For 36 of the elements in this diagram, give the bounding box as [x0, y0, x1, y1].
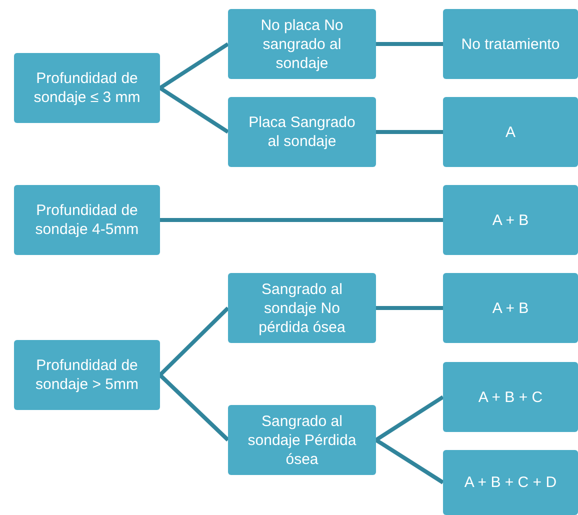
- node-label: A: [505, 122, 516, 142]
- node-label: No placa No sangrado al sondaje: [260, 16, 344, 72]
- node-label: Profundidad de sondaje > 5mm: [34, 356, 140, 394]
- process-box: [14, 340, 160, 410]
- node-label: A + B: [492, 298, 529, 318]
- connector-line: [158, 86, 230, 134]
- connector-line: [160, 218, 443, 222]
- process-box: [443, 97, 578, 167]
- connector-line: [374, 438, 444, 484]
- process-box: [14, 53, 160, 123]
- process-box: [228, 405, 376, 475]
- process-box: [228, 9, 376, 79]
- node-label: A + B: [492, 210, 529, 230]
- process-box: [443, 9, 578, 79]
- node-label: Placa Sangrado al sondaje: [248, 113, 356, 151]
- node-label: Sangrado al sondaje Pérdida ósea: [247, 412, 357, 468]
- process-box: [228, 97, 376, 167]
- process-box: [14, 185, 160, 255]
- node-label: Profundidad de sondaje 4-5mm: [34, 201, 140, 239]
- node-label: No tratamiento: [461, 34, 560, 54]
- connector-line: [374, 395, 444, 442]
- process-box: [228, 273, 376, 343]
- node-label: Profundidad de sondaje ≤ 3 mm: [32, 69, 142, 107]
- node-label: A + B + C: [478, 388, 543, 406]
- connector-line: [376, 130, 443, 134]
- process-box: [443, 450, 578, 515]
- node-label: Sangrado al sondaje No pérdida ósea: [258, 280, 346, 336]
- connector-line: [376, 42, 443, 46]
- connector-line: [376, 306, 443, 310]
- node-label: A + B + C + D: [464, 473, 557, 492]
- connector-line: [158, 374, 230, 442]
- connector-line: [158, 306, 230, 376]
- connector-line: [158, 42, 230, 90]
- process-box: [443, 273, 578, 343]
- process-box: [443, 362, 578, 432]
- process-box: [443, 185, 578, 255]
